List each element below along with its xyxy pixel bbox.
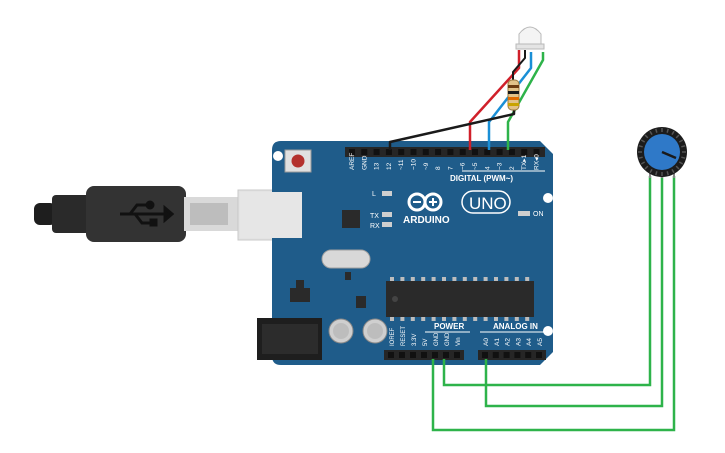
digital-pin-label: 8	[435, 166, 442, 170]
analog-pin-label: A3	[515, 338, 522, 346]
analog-pin-label: A4	[526, 338, 533, 346]
atmega-chip	[386, 281, 534, 317]
digital-pin-hole[interactable]	[361, 149, 368, 155]
power-pin-label: RESET	[401, 326, 407, 346]
power-pin-hole[interactable]	[454, 352, 460, 358]
led-rx-label: RX	[370, 223, 380, 230]
potentiometer	[431, 127, 687, 432]
digital-pin-hole[interactable]	[422, 149, 429, 155]
chip-pins	[390, 277, 530, 321]
analog-label: ANALOG IN	[493, 322, 538, 331]
analog-pin-label: A2	[505, 338, 512, 346]
digital-pin-hole[interactable]	[508, 149, 515, 155]
digital-pin-hole[interactable]	[385, 149, 392, 155]
model-label: UNO	[469, 194, 507, 213]
analog-pin-label: A1	[494, 338, 501, 346]
digital-pin-hole[interactable]	[533, 149, 540, 155]
digital-pin-hole[interactable]	[484, 149, 491, 155]
analog-pin-hole[interactable]	[514, 352, 521, 358]
power-pin-hole[interactable]	[399, 352, 405, 358]
digital-pin-label: ~10	[411, 159, 418, 170]
digital-pin-label: RX◂0	[534, 154, 541, 170]
digital-label: DIGITAL (PWM~)	[450, 174, 513, 183]
analog-pin-hole[interactable]	[482, 352, 488, 358]
digital-pin-hole[interactable]	[349, 149, 355, 155]
led-rx	[382, 222, 392, 227]
digital-pin-hole[interactable]	[373, 149, 380, 155]
led-l-label: L	[372, 191, 376, 198]
analog-pin-hole[interactable]	[503, 352, 510, 358]
analog-pin-label: A0	[483, 338, 490, 346]
arduino-board: L TX RX ON ARDUINO UNO AREF GND 13 12 ~11 ~10…	[240, 141, 553, 365]
pot-wire-right	[431, 176, 676, 432]
led-on-label: ON	[533, 211, 544, 218]
digital-pin-hole[interactable]	[472, 149, 478, 155]
led-common-lead	[512, 50, 526, 80]
digital-pin-label: 7	[447, 166, 454, 170]
digital-pin-hole[interactable]	[521, 149, 528, 155]
rgb-led	[515, 26, 545, 50]
power-pin-hole[interactable]	[410, 352, 416, 358]
digital-pin-label: ~11	[398, 159, 405, 170]
power-pin-hole[interactable]	[443, 352, 449, 358]
digital-pin-label: ~5	[472, 162, 479, 170]
crystal	[321, 249, 371, 269]
digital-pin-hole[interactable]	[447, 149, 454, 155]
digital-header	[345, 147, 545, 157]
usb-icon	[120, 200, 175, 227]
digital-pin-label: ~9	[423, 162, 430, 170]
digital-pin-label: GND	[361, 155, 368, 170]
power-pin-label: 3.3V	[412, 334, 418, 346]
digital-pin-hole[interactable]	[459, 149, 466, 155]
resistor	[507, 79, 520, 111]
power-pin-label: IOREF	[390, 327, 396, 346]
power-pin-label: GND	[434, 332, 440, 346]
led-wires	[388, 50, 545, 150]
analog-header	[478, 350, 546, 360]
brand-label: ARDUINO	[403, 215, 450, 226]
analog-pin-hole[interactable]	[525, 352, 532, 358]
led-on	[518, 211, 530, 216]
analog-pin-hole[interactable]	[536, 352, 542, 358]
pot-wire-middle	[484, 176, 664, 408]
digital-pin-label: ~3	[497, 162, 504, 170]
digital-pin-hole[interactable]	[496, 149, 503, 155]
digital-pin-label: 12	[386, 162, 393, 170]
power-label: POWER	[434, 322, 464, 331]
digital-pin-label: ~6	[460, 162, 467, 170]
digital-pin-label: AREF	[349, 153, 356, 170]
power-pin-label: GND	[445, 332, 451, 346]
digital-pin-hole[interactable]	[435, 149, 442, 155]
digital-pin-label: 13	[374, 162, 381, 170]
analog-pin-hole[interactable]	[492, 352, 499, 358]
power-pin-label: Vin	[456, 337, 462, 346]
digital-pin-hole[interactable]	[398, 149, 405, 155]
wire-red	[468, 50, 521, 150]
wire-green	[506, 52, 545, 150]
power-pin-hole[interactable]	[421, 352, 427, 358]
power-pin-label: 5V	[423, 339, 429, 346]
power-pin-hole[interactable]	[432, 352, 438, 358]
wire-black	[388, 110, 516, 150]
analog-pin-label: A5	[537, 338, 544, 346]
led-tx	[382, 212, 392, 217]
digital-pin-label: 2	[509, 166, 516, 170]
digital-pin-label: 4	[484, 166, 491, 170]
arduino-logo-icon	[407, 192, 443, 212]
power-pin-hole[interactable]	[388, 352, 394, 358]
led-tx-label: TX	[370, 213, 379, 220]
digital-pin-hole[interactable]	[410, 149, 417, 155]
digital-pin-label: TX▸1	[521, 154, 528, 170]
led-l	[382, 191, 392, 196]
pot-wire-left	[442, 176, 652, 387]
